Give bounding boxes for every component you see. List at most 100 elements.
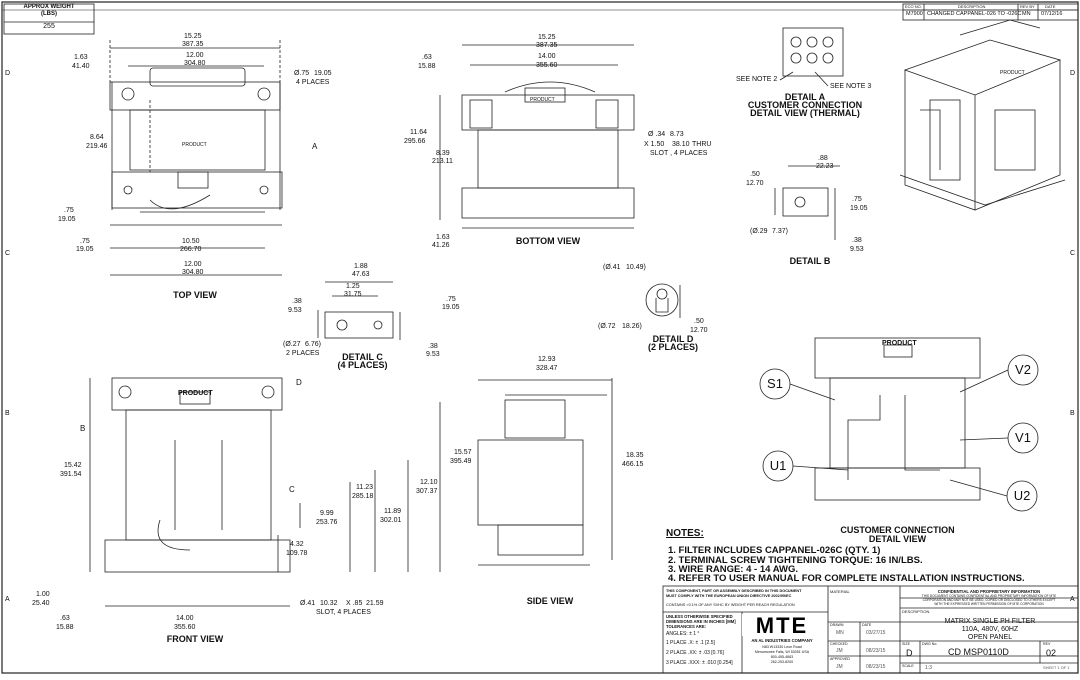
detb-dim-cm: 19.05 xyxy=(850,205,868,212)
detc-dim-em: 6.76) xyxy=(305,341,321,348)
detail-c-drawing xyxy=(317,281,401,340)
detc-dim-d: .75 xyxy=(446,296,456,303)
tb-rev: 02 xyxy=(1046,648,1057,658)
bot-dim-slot3: SLOT , 4 PLACES xyxy=(650,150,708,157)
top-dim-e1m: 19.05 xyxy=(58,216,76,223)
detc-dim-fm: 9.53 xyxy=(426,351,440,358)
front-dim-h6: 9.99 xyxy=(320,510,334,517)
detc-dim-e-places: 2 PLACES xyxy=(286,350,320,357)
front-dim-h3m: 307.37 xyxy=(416,488,438,495)
isometric-view-drawing xyxy=(899,19,1066,211)
detd-dim-b: (Ø.72 xyxy=(598,323,616,330)
front-dim-e1m: 25.40 xyxy=(32,600,50,607)
terminal-u1: U1 xyxy=(769,458,787,473)
detd-dim-cm: 12.70 xyxy=(690,327,708,334)
tb-approved: JM xyxy=(836,664,843,670)
top-dim-l1m: 41.40 xyxy=(72,63,90,70)
tb-dwg-label: DWG No. xyxy=(922,642,938,646)
bot-dim-h2m: 213.11 xyxy=(432,158,453,165)
detail-a-title-1: DETAIL A xyxy=(784,92,826,102)
tb-size-label: SIZE xyxy=(902,642,910,646)
side-dim-w1: 12.93 xyxy=(538,356,556,363)
front-dim-h2m: 395.49 xyxy=(450,458,472,465)
rev-date: 07/12/16 xyxy=(1041,11,1063,17)
tb-description-3: OPEN PANEL xyxy=(967,634,1013,641)
detb-dim-b: .50 xyxy=(750,171,760,178)
top-dim-b1m: 266.70 xyxy=(180,246,202,253)
top-view-title: TOP VIEW xyxy=(173,290,217,300)
tb-confidential-3: WITH THE EXPRESSED WRITTEN PERMISSION OF… xyxy=(934,602,1044,606)
bottom-product-label: PRODUCT xyxy=(530,97,555,103)
front-view-title: FRONT VIEW xyxy=(166,634,224,644)
see-note-2: SEE NOTE 2 xyxy=(736,76,778,83)
tb-checked: JM xyxy=(836,648,843,654)
bot-dim-l1m: 15.88 xyxy=(418,63,436,70)
top-dim-holem: 19.05 xyxy=(314,70,332,77)
side-dim-w1m: 328.47 xyxy=(536,365,558,372)
top-product-label: PRODUCT xyxy=(182,142,207,148)
front-dim-slot: Ø.41 xyxy=(300,600,316,607)
tb-disclaimer-2: MUST COMPLY WITH THE EUROPEAN UNION DIRE… xyxy=(666,594,792,598)
detail-d-drawing xyxy=(645,283,681,318)
detc-dim-a: 1.88 xyxy=(354,263,368,270)
bot-dim-w2: 14.00 xyxy=(538,53,556,60)
detail-d-title-2: (2 PLACES) xyxy=(647,342,698,352)
zone-c-left: C xyxy=(5,250,11,257)
bot-dim-slot1: Ø .34 xyxy=(648,131,666,138)
rev-header-eco: ECO NO. xyxy=(905,4,922,9)
rev-eco: M7900 xyxy=(906,11,923,17)
front-dim-h2: 15.57 xyxy=(454,449,472,456)
note-2: 2. TERMINAL SCREW TIGHTENING TORQUE: 16 … xyxy=(668,555,923,566)
top-dim-hole: Ø.75 xyxy=(294,70,310,77)
front-dim-slot-xm: 21.59 xyxy=(366,600,384,607)
tb-drawn-date: 03/27/15 xyxy=(866,630,886,636)
tb-place1: 1 PLACE .X: ± .1 [2.5] xyxy=(666,640,715,646)
top-dim-b2: 12.00 xyxy=(184,261,202,268)
bot-dim-h1m: 295.66 xyxy=(404,138,426,145)
bot-dim-w1m: 387.35 xyxy=(536,42,558,49)
detail-c-title-2: (4 PLACES) xyxy=(337,360,388,370)
bot-dim-slot1m: 8.73 xyxy=(670,131,684,138)
detb-dim-bm: 12.70 xyxy=(746,180,764,187)
tb-addr-1: N83 W13330 Leon Road xyxy=(762,645,802,649)
detd-dim-c: .50 xyxy=(694,318,704,325)
bot-dim-f1: 1.63 xyxy=(436,234,450,241)
mte-logo: MTE xyxy=(742,613,822,638)
detb-dim-a: .88 xyxy=(818,155,828,162)
top-dim-w1m: 387.35 xyxy=(182,41,204,48)
top-dim-l1: 1.63 xyxy=(74,54,88,61)
tb-scale-label: SCALE xyxy=(902,664,914,668)
rev-header-desc: DESCRIPTION xyxy=(958,4,986,9)
zone-b-left: B xyxy=(5,410,10,417)
top-dim-hole-places: 4 PLACES xyxy=(296,79,330,86)
terminal-s1: S1 xyxy=(767,376,783,391)
detail-b-drawing xyxy=(774,165,840,240)
tb-rev-label: REV xyxy=(1043,642,1051,646)
front-dim-w1: 14.00 xyxy=(176,615,194,622)
detc-dim-bm: 31.75 xyxy=(344,291,362,298)
rev-header-date: DATE xyxy=(1045,4,1056,9)
rev-header-by: REV BY xyxy=(1020,4,1035,9)
top-dim-h1: 8.64 xyxy=(90,134,104,141)
detb-dim-c: .75 xyxy=(852,196,862,203)
bot-dim-h2: 8.39 xyxy=(436,150,450,157)
detc-dim-f: .38 xyxy=(428,343,438,350)
tb-disclaimer-1: THIS COMPONENT, PART OR ASSEMBLY DESCRIB… xyxy=(666,589,802,593)
tb-place2: 2 PLACE .XX: ± .03 [0.76] xyxy=(666,650,724,656)
tb-date-label: DATE xyxy=(862,623,872,627)
detb-dim-am: 22.23 xyxy=(816,163,834,170)
front-dim-h1m: 391.54 xyxy=(60,471,82,478)
tb-approved-date: 08/23/15 xyxy=(866,664,886,670)
weight-label-2: (LBS) xyxy=(41,11,57,17)
front-dim-h4: 11.89 xyxy=(384,508,401,515)
see-note-3: SEE NOTE 3 xyxy=(830,83,872,90)
tb-addr-2: Menomonee Falls, WI 53051 USA xyxy=(754,650,810,654)
tb-tol-3: TOLERANCES ARE: xyxy=(666,624,707,629)
top-dim-e1: .75 xyxy=(64,207,74,214)
bot-dim-h1: 11.64 xyxy=(410,129,427,136)
rev-desc: CHANGED CAPPANEL-026 TO -026C xyxy=(927,11,1022,17)
front-dim-h5m: 285.18 xyxy=(352,493,374,500)
customer-view-title-2: DETAIL VIEW xyxy=(868,534,927,544)
